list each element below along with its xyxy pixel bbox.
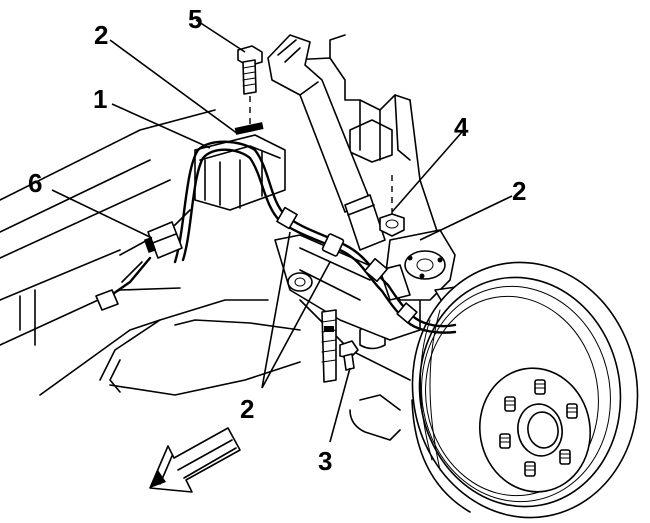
- shock-absorber: [267, 34, 386, 251]
- callout-5: 5: [188, 4, 202, 34]
- callout-2-top: 2: [94, 20, 108, 50]
- lower-bolt: [321, 309, 359, 383]
- leader-lines: [51, 19, 513, 443]
- callout-4: 4: [454, 112, 469, 142]
- bolt: [237, 45, 263, 132]
- arrow-down-left-icon: [149, 427, 241, 493]
- callout-6: 6: [28, 168, 42, 198]
- hose-clips: [276, 206, 418, 324]
- frame-bracket: [194, 122, 286, 211]
- callout-2-right: 2: [512, 176, 526, 206]
- callout-2-bottom: 2: [240, 394, 254, 424]
- callout-labels: 5 2 1 6 4 2 2 3: [28, 4, 526, 476]
- brake-line-fitting: [95, 221, 183, 311]
- callout-3: 3: [318, 446, 332, 476]
- wheel-hub: [478, 367, 592, 493]
- callout-1: 1: [93, 84, 107, 114]
- wheel-studs: [499, 379, 578, 477]
- nut: [379, 175, 405, 237]
- brake-hose: [173, 140, 457, 334]
